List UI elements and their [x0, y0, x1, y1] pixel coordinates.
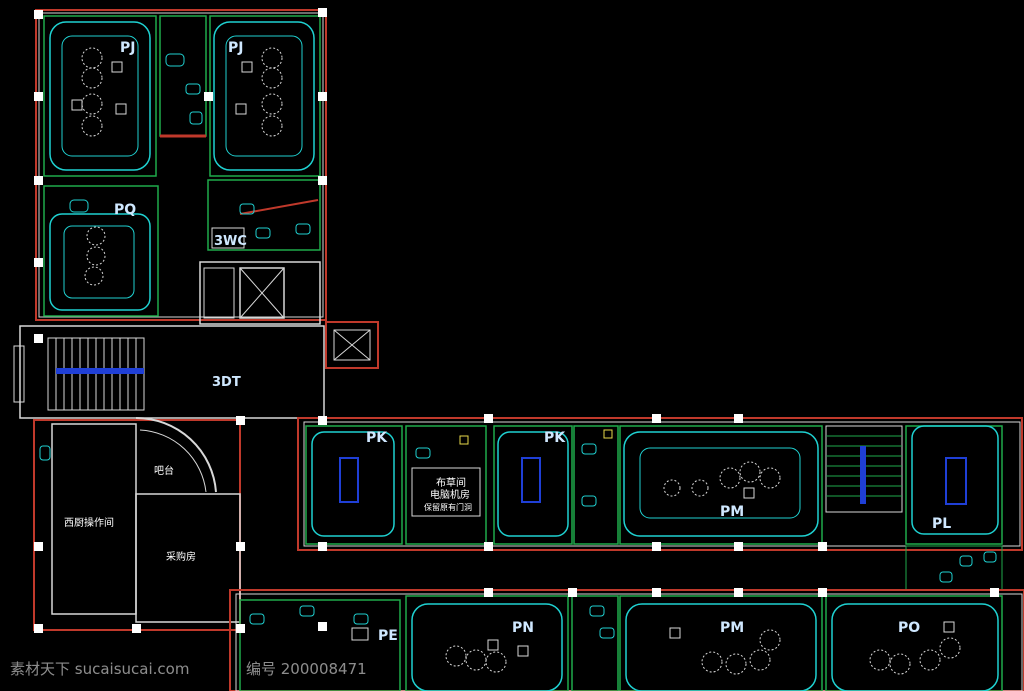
- label-storage: 布草间: [436, 476, 466, 489]
- label-server-note: 保留原有门洞: [424, 502, 472, 512]
- label-kitchen: 西厨操作间: [64, 516, 114, 529]
- room-pj-left: [43, 15, 157, 177]
- room-pm-bottom: [619, 595, 823, 691]
- bottom-wing: [229, 589, 1024, 691]
- label-pj-right: PJ: [228, 40, 243, 56]
- stair-east: [825, 425, 903, 513]
- east-wing: [297, 417, 1023, 591]
- wc-bottom: [571, 595, 619, 691]
- elevator-shafts: [199, 261, 321, 325]
- label-po: PO: [898, 620, 920, 636]
- label-pm-bottom: PM: [720, 620, 744, 636]
- room-po: [825, 595, 1003, 691]
- room-pk-left: [305, 425, 403, 545]
- label-bar: 吧台: [154, 464, 174, 477]
- label-pn: PN: [512, 620, 534, 636]
- left-wing: [35, 9, 327, 325]
- label-3dt: 3DT: [212, 375, 241, 390]
- room-pj-right: [209, 15, 321, 177]
- label-pk-left: PK: [366, 430, 388, 446]
- room-storage: [405, 425, 487, 545]
- room-pn: [405, 595, 569, 691]
- label-3wc: 3WC: [214, 234, 247, 249]
- label-pq: PQ: [114, 202, 136, 218]
- room-pl: [905, 425, 1003, 545]
- label-pk-right: PK: [544, 430, 566, 446]
- room-pk-right: [493, 425, 573, 545]
- structural-columns: [34, 8, 999, 633]
- room-3wc: [207, 179, 321, 251]
- wc-east-far: [905, 545, 1003, 591]
- wc-east: [573, 425, 619, 545]
- lobby-area: [13, 321, 379, 419]
- label-pj-left: PJ: [120, 40, 135, 56]
- stair-left: [47, 337, 145, 411]
- label-purchase: 采购房: [166, 550, 196, 563]
- room-pm-top: [619, 425, 823, 545]
- watermark-site: 素材天下 sucaisucai.com: [10, 660, 189, 678]
- room-pe: [239, 599, 401, 691]
- watermark: 素材天下 sucaisucai.com 编号 200008471: [10, 660, 367, 678]
- wc-core-top: [159, 15, 207, 138]
- elevator-small: [325, 321, 379, 369]
- label-server-room: 电脑机房: [430, 488, 470, 501]
- label-pe: PE: [378, 628, 398, 644]
- watermark-id: 编号 200008471: [246, 660, 367, 678]
- label-pl: PL: [932, 516, 951, 532]
- room-labels: PJ PJ PQ 3WC 3DT 吧台 西厨操作间 采购房 PK 布草间 电脑机…: [64, 40, 951, 644]
- room-pq: [43, 185, 159, 317]
- label-pm-top: PM: [720, 504, 744, 520]
